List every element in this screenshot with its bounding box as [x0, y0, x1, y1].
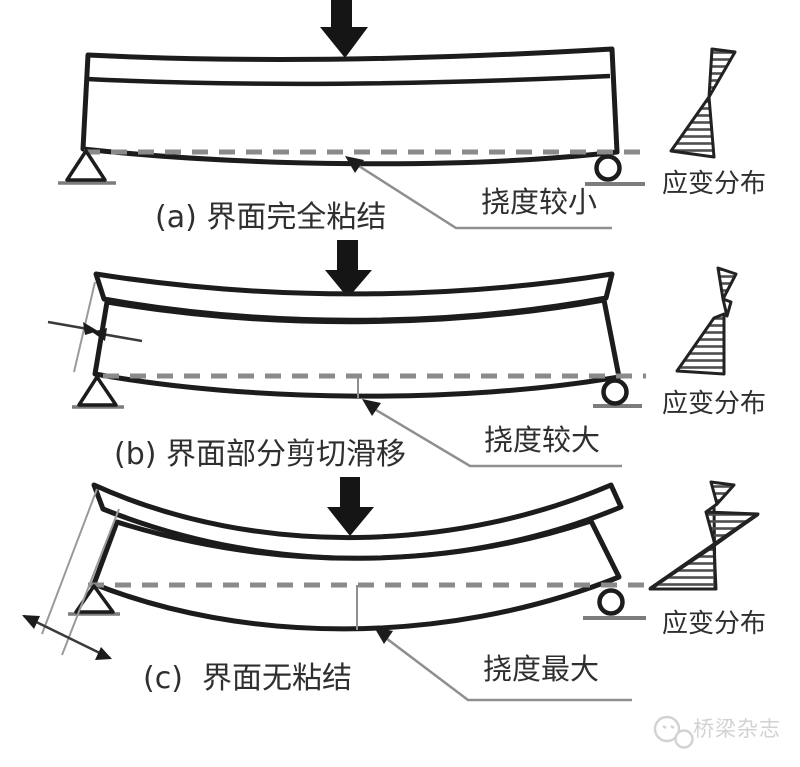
pin-support-icon: [74, 584, 115, 614]
deflection-label-a: 挠度较小: [481, 185, 598, 219]
roller-support-icon: [597, 588, 625, 616]
figure-c-drawing: [22, 477, 760, 702]
strain-distribution-icon: [669, 47, 737, 159]
deflection-label-c: 挠度最大: [483, 652, 600, 686]
strain-distribution-icon: [648, 480, 760, 591]
strain-label-c: 应变分布: [662, 609, 767, 639]
figure-b-drawing: [47, 240, 738, 468]
strain-label-b: 应变分布: [662, 389, 767, 419]
beam-outline: [80, 46, 620, 167]
caption-c: (c) 界面无粘结: [143, 661, 352, 696]
strain-label-a: 应变分布: [662, 169, 767, 199]
beam-interface-line: [86, 73, 611, 87]
leader-arrowhead: [345, 156, 364, 173]
leader-arrowhead: [362, 399, 381, 416]
slip-dimension-marks: [22, 488, 120, 660]
leader-arrowhead: [374, 627, 393, 644]
roller-support-icon: [601, 378, 629, 406]
leader-line: [377, 631, 632, 702]
figure-a-drawing: [58, 0, 737, 230]
slip-dimension-marks: [47, 281, 143, 373]
load-arrow-icon: [320, 0, 368, 58]
strain-distribution-icon: [675, 266, 738, 376]
load-arrow-icon: [325, 240, 372, 298]
pin-support-icon: [65, 149, 107, 182]
roller-support-icon: [594, 154, 622, 182]
load-arrow-icon: [327, 477, 374, 536]
leader-line: [350, 159, 612, 230]
caption-a: (a) 界面完全粘结: [155, 200, 387, 235]
caption-b: (b) 界面部分剪切滑移: [114, 437, 406, 472]
pin-support-icon: [77, 375, 118, 407]
girder-outline: [91, 518, 622, 632]
leader-line: [365, 402, 622, 468]
chat-bubbles-icon: [653, 715, 694, 749]
deflection-label-b: 挠度较大: [484, 423, 601, 457]
watermark-text: 桥梁杂志: [693, 717, 781, 741]
